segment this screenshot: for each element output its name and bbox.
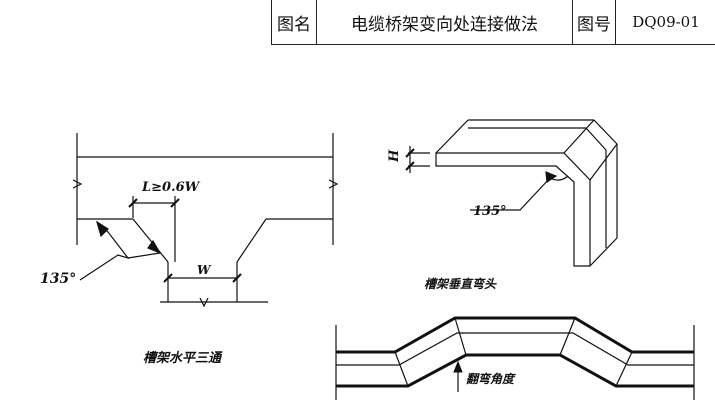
bend-angle-label: 135°	[473, 204, 507, 219]
bend-caption: 槽架垂直弯头	[424, 277, 497, 291]
tee-break-right	[328, 179, 339, 189]
tee-caption: 槽架水平三通	[143, 350, 223, 366]
drawing-name-label: 图名	[272, 0, 317, 44]
drawing-number-label: 图号	[573, 0, 616, 44]
title-block: 图名 电缆桥架变向处连接做法 图号 DQ09-01	[271, 0, 715, 45]
tee-bottom-left-slope	[132, 218, 169, 263]
tee-break-left	[72, 179, 83, 189]
tee-angle-label: 135°	[40, 271, 76, 287]
bend-angle-leader	[470, 177, 551, 211]
tee-break-bottom	[199, 297, 209, 308]
bend-angle-label: 翻弯角度	[466, 372, 516, 386]
drawing-name-value: 电缆桥架变向处连接做法	[317, 0, 573, 44]
bend-lower-profile	[336, 353, 694, 388]
bend-front-face	[435, 152, 591, 267]
vertical-bend-drawing	[405, 119, 618, 267]
horizontal-tee-drawing	[72, 133, 339, 308]
tee-length-dimension: L≥0.6W	[141, 180, 201, 195]
drawing-number-value: DQ09-01	[632, 13, 700, 31]
bend-upper-profile	[336, 316, 694, 354]
bend-angle-drawing	[335, 316, 695, 400]
tee-width-dimension: W	[197, 263, 212, 277]
tee-bottom-right-slope	[236, 218, 267, 263]
bend-height-dimension: H	[387, 149, 402, 163]
